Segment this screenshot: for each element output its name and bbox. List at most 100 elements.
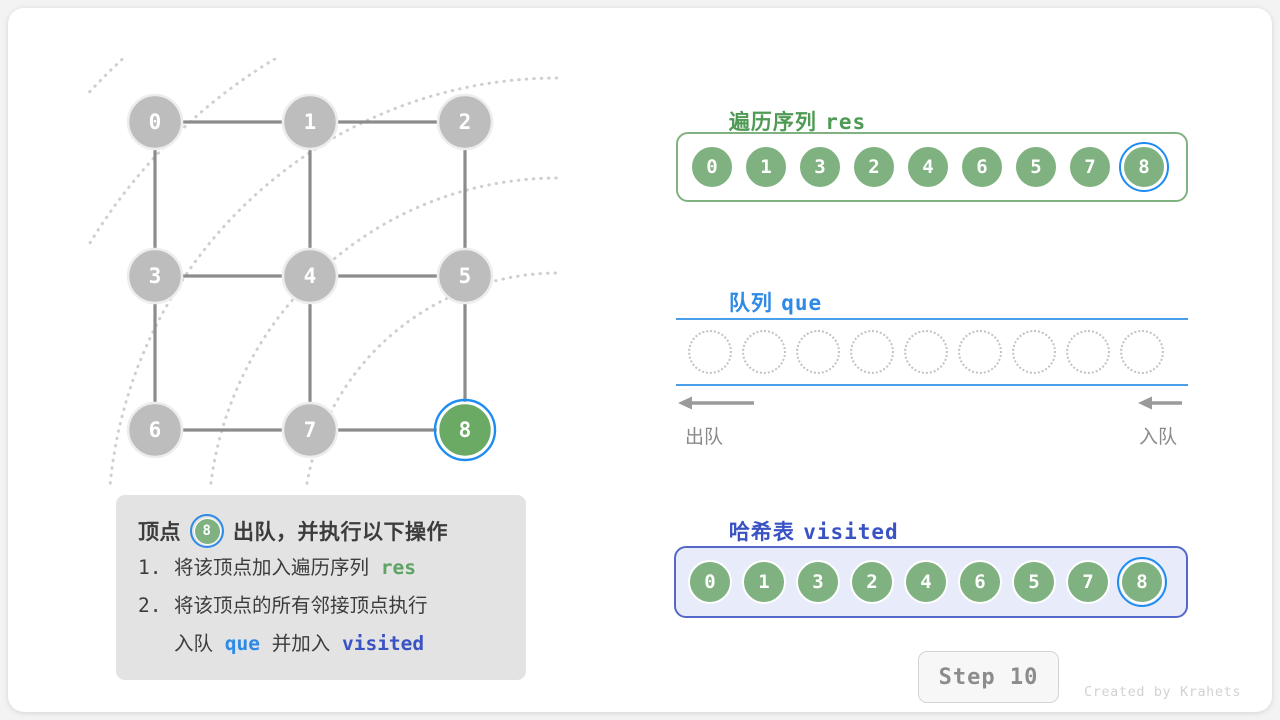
item-2-text: 将该顶点的所有邻接顶点执行 [174,594,428,617]
graph-svg: 0 1 2 3 4 5 6 7 8 [88,58,558,488]
queue-empty-slot [688,330,732,374]
visited-cell-label: 6 [958,560,1002,604]
vertex-label: 1 [304,110,317,134]
vertex-label: 5 [459,264,472,288]
item-2-text-mid: 并加入 [259,632,342,655]
queue-empty-slot [958,330,1002,374]
res-title-cn: 遍历序列 [728,110,817,134]
res-cell-label: 4 [906,145,950,189]
res-cell: 0 [690,145,734,189]
vertex-label: 4 [304,264,317,288]
step-badge: Step 10 [918,651,1059,703]
queue-title-code: que [781,291,823,315]
dequeue-label: 出队 [685,426,724,448]
visited-cell-label: 2 [850,560,894,604]
vertex-label: 6 [149,418,162,442]
res-cell-label: 5 [1014,145,1058,189]
enqueue-label: 入队 [1139,426,1178,448]
queue-empty-slot [796,330,840,374]
vertex-highlight-ring [433,398,497,462]
item-2-indent [138,625,174,663]
credit-text: Created by Krahets [1084,684,1242,700]
graph-vertices: 0 1 2 3 4 5 6 7 8 [126,93,497,462]
visited-cell: 6 [958,560,1002,604]
res-cell-highlight-ring [1119,142,1169,192]
vertex-circle [126,247,184,305]
res-cell-label: 2 [852,145,896,189]
visited-cell-label: 4 [904,560,948,604]
queue-rail-bottom [676,384,1188,386]
graph-vertex: 1 [281,93,339,151]
vertex-label: 7 [304,418,317,442]
res-cell-label: 1 [744,145,788,189]
vertex-circle [436,247,494,305]
graph-vertex: 6 [126,401,184,459]
item-2-code-visited: visited [341,632,425,655]
graph-vertex: 8 [433,398,497,462]
graph-vertex: 4 [281,247,339,305]
vertex-badge-ring [190,514,224,548]
visited-cell: 5 [1012,560,1056,604]
queue-direction-arrows [678,396,1182,410]
visited-title-cn: 哈希表 [728,520,795,544]
vertex-label: 0 [149,110,162,134]
queue-container [676,318,1188,386]
vertex-label: 3 [149,264,162,288]
queue-empty-slot [1012,330,1056,374]
queue-panel-title: 队列 que [679,263,822,341]
description-box: 顶点 8 出队，并执行以下操作 1. 将该顶点加入遍历序列 res 2. 将该顶… [116,495,526,680]
vertex-label: 2 [459,110,472,134]
description-item-2-line-2: 入队 que 并加入 visited [138,625,506,663]
description-vertex-badge: 8 [190,514,224,548]
vertex-circle [436,93,494,151]
vertex-label: 8 [459,418,472,442]
queue-empty-slot [1066,330,1110,374]
graph-diagram: 0 1 2 3 4 5 6 7 8 [88,58,558,488]
res-cell: 8 [1119,142,1169,192]
res-cell-label: 8 [1122,145,1166,189]
res-cell-label: 6 [960,145,1004,189]
visited-title-code: visited [803,520,899,544]
visited-cell: 4 [904,560,948,604]
description-item-1: 1. 将该顶点加入遍历序列 res [138,549,506,587]
vertex-circle [281,401,339,459]
description-heading-prefix: 顶点 [138,520,181,544]
description-item-2-line-1: 2. 将该顶点的所有邻接顶点执行 [138,587,506,625]
visited-cell-label: 7 [1066,560,1110,604]
vertex-circle [281,93,339,151]
item-2-number: 2. [138,594,162,617]
bfs-wave-arc [304,271,558,488]
vertex-badge-label: 8 [193,517,221,545]
item-2-code-que: que [224,632,260,655]
graph-vertex: 5 [436,247,494,305]
queue-empty-slot [904,330,948,374]
res-cell: 7 [1068,145,1112,189]
res-cell: 3 [798,145,842,189]
visited-cell: 7 [1066,560,1110,604]
res-cell-label: 7 [1068,145,1112,189]
visited-cell: 0 [688,560,732,604]
vertex-circle [436,401,494,459]
queue-empty-slot [850,330,894,374]
res-title-code: res [825,110,867,134]
graph-vertex: 2 [436,93,494,151]
graph-vertex: 7 [281,401,339,459]
vertex-circle [126,93,184,151]
bfs-wave-arc [108,76,558,488]
item-2-text-pre: 入队 [174,632,225,655]
item-1-code-res: res [380,556,416,579]
visited-cell-label: 5 [1012,560,1056,604]
bfs-wave-curves [88,58,558,488]
vertex-circle [281,247,339,305]
res-panel-title: 遍历序列 res [679,82,866,160]
queue-title-cn: 队列 [728,291,773,315]
bfs-wave-arc [208,176,558,488]
description-heading-suffix: 出队，并执行以下操作 [233,520,448,544]
visited-cell: 1 [742,560,786,604]
dequeue-arrow-icon [678,396,754,410]
